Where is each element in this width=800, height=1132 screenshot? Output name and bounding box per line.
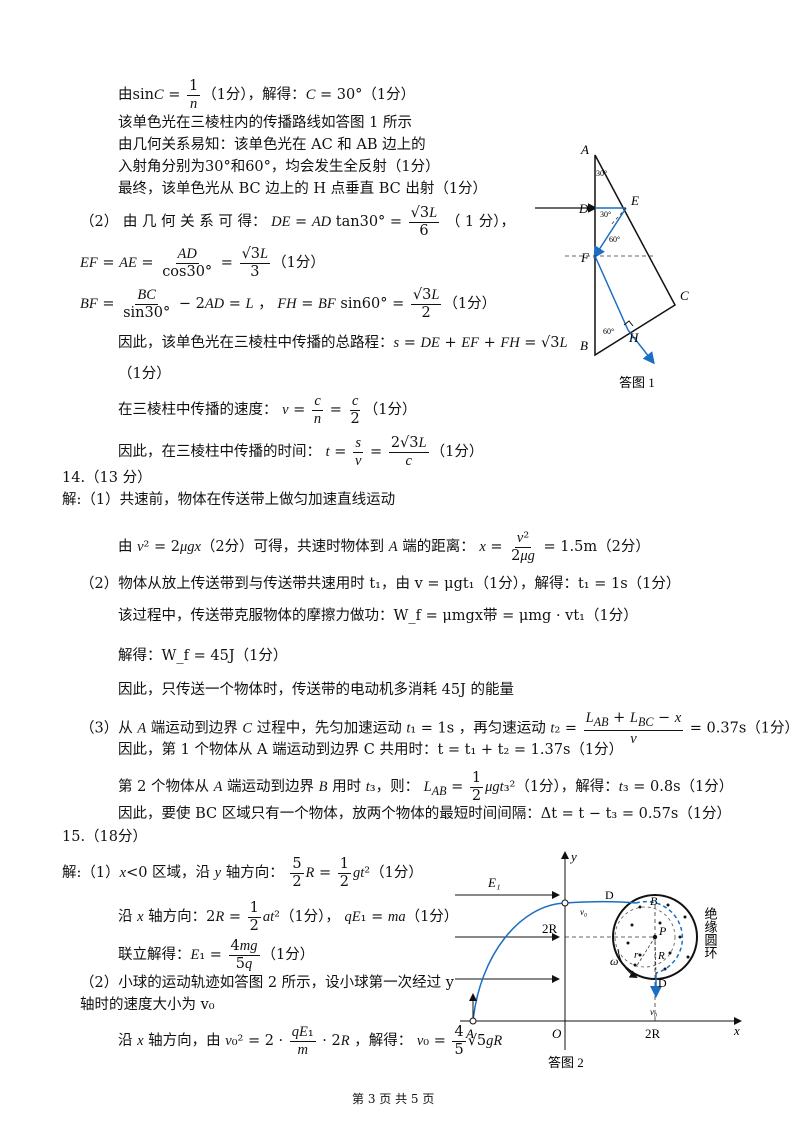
normal-E: [609, 207, 627, 227]
label-O: O: [552, 1026, 562, 1041]
line-14: 解:（1）共速前，物体在传送带上做匀加速直线运动: [62, 492, 396, 508]
right-angle-H: [623, 320, 634, 327]
line-21: 因此，第 1 个物体从 A 端运动到边界 C 共用时：t = t₁ + t₂ =…: [118, 742, 624, 758]
line-18: 解得：W_f = 45J（1分）: [118, 648, 288, 664]
figure-2-field: y x O A E₁ 2R 2R D D B P r R ω v₀ v₀ 绝缘圆…: [455, 849, 742, 1070]
problem-15-title: 15.（18分）: [62, 829, 148, 845]
figure-2-caption: 答图 2: [548, 1055, 584, 1070]
field-dots: [626, 903, 690, 971]
label-E: E: [630, 193, 639, 208]
label-A: A: [580, 142, 589, 157]
label-R: R: [657, 950, 665, 962]
angle-A-30: 30°: [596, 169, 607, 178]
line-23: 因此，要使 BC 区域只有一个物体，放两个物体的最短时间间隔：Δt = t − …: [118, 806, 732, 822]
label-y: y: [569, 849, 577, 864]
line-29: 轴时的速度大小为 v₀: [80, 997, 215, 1013]
label-2R-y: 2R: [542, 921, 558, 936]
page-footer: 第 3 页 共 5 页: [352, 1092, 435, 1106]
crossing-point: [561, 899, 569, 907]
line-total-path: 因此，该单色光在三棱柱中传播的总路程：s = DE + EF + FH = √3…: [118, 335, 568, 351]
problem-14-title: 14.（13 分）: [62, 470, 152, 486]
radius-r: [635, 936, 656, 968]
inner-dashed-circle: [614, 906, 676, 968]
label-F: F: [580, 250, 590, 265]
label-v0-top: v₀: [580, 907, 587, 917]
label-x: x: [733, 1023, 740, 1038]
line-16: （2）物体从放上传送带到与传送带共速用时 t₁，由 v = μgt₁（1分），解…: [80, 576, 681, 592]
trajectory-arc: [635, 900, 684, 974]
angle-D-30: 30°: [600, 210, 611, 219]
line-20: （3）从 A 端运动到边界 C 过程中，先匀加速运动 t₁ = 1s ，再匀速运…: [80, 710, 800, 747]
rotation-arrow: [617, 948, 638, 978]
line-17: 该过程中，传送带克服物体的摩擦力做功：W_f = μmgx带 = μmg · v…: [118, 608, 638, 624]
label-B2: B: [650, 894, 658, 908]
point-P: [652, 934, 658, 940]
label-omega: ω: [610, 954, 618, 968]
label-E1: E₁: [487, 875, 500, 890]
label-v0-bottom: v₀: [650, 1007, 657, 1017]
trajectory-left: [472, 900, 637, 1022]
line-19: 因此，只传送一个物体时，传送带的电动机多消耗 45J 的能量: [118, 682, 514, 698]
label-D-top: D: [605, 888, 614, 902]
line-28: （2）小球的运动轨迹如答图 2 所示，设小球第一次经过 y: [80, 975, 454, 991]
ray-EF: [593, 207, 627, 259]
label-2R-x: 2R: [645, 1026, 661, 1041]
line-2: 该单色光在三棱柱内的传播路线如答图 1 所示: [118, 115, 412, 131]
label-D-bottom: D: [658, 976, 667, 990]
figure-1-caption: 答图 1: [619, 375, 655, 390]
label-A2: A: [465, 1026, 474, 1041]
label-C: C: [680, 288, 689, 303]
angle-B-60: 60°: [603, 327, 614, 336]
label-D: D: [578, 201, 589, 216]
line-5: 最终，该单色光从 BC 边上的 H 点垂直 BC 出射（1分）: [118, 181, 488, 197]
prism-triangle: [594, 154, 676, 357]
insulating-ring: [612, 894, 698, 980]
ray-FH: [594, 255, 629, 331]
label-P: P: [658, 924, 667, 938]
angle-F-60: 60°: [609, 235, 620, 244]
label-r: r: [634, 949, 639, 961]
radius-R: [654, 936, 657, 976]
point-A: [469, 1017, 477, 1025]
label-B: B: [580, 338, 588, 353]
label-ring: 绝缘圆环: [703, 906, 718, 959]
label-H: H: [628, 330, 639, 345]
figure-1-prism: A D E F C B H 30° 30° 60° 60° 答图 1: [535, 142, 689, 390]
ray-exit: [627, 329, 655, 365]
line-4: 入射角分别为30°和60°，均会发生全反射（1分）: [118, 159, 440, 175]
line-10: （1分）: [118, 366, 171, 382]
line-3: 由几何关系易知：该单色光在 AC 和 AB 边上的: [118, 137, 426, 153]
